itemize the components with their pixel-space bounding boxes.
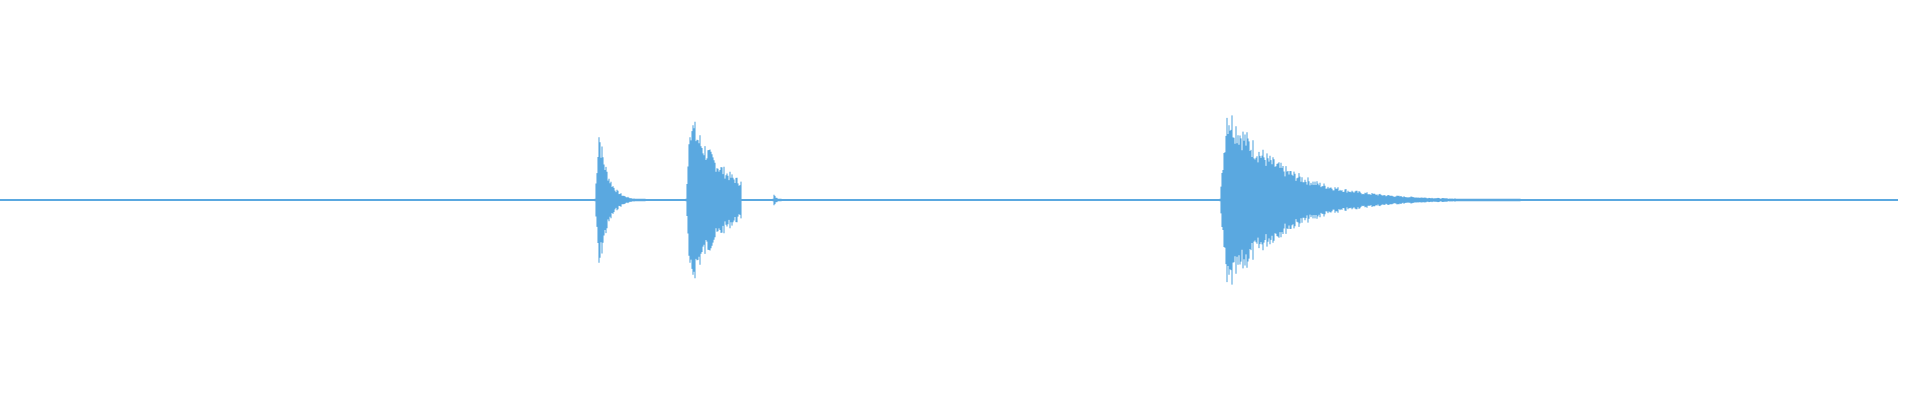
waveform-bursts bbox=[594, 115, 1521, 285]
waveform-burst-3 bbox=[1219, 115, 1521, 285]
waveform-tick bbox=[772, 194, 782, 206]
waveform-burst-1 bbox=[594, 137, 646, 263]
waveform-burst-2 bbox=[685, 121, 742, 279]
